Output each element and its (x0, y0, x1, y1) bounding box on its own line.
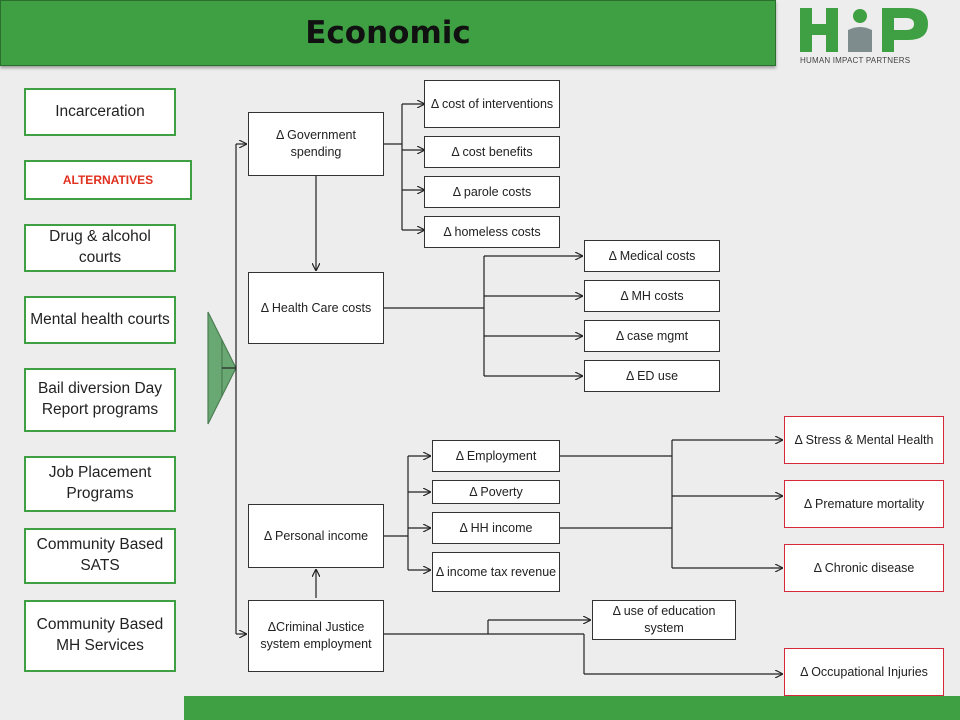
parole-costs-node: Δ parole costs (424, 176, 560, 208)
personal-income-node: Δ Personal income (248, 504, 384, 568)
drug-alcohol-courts-box: Drug & alcohol courts (24, 224, 176, 272)
alternatives-label: ALTERNATIVES (24, 160, 192, 200)
criminal-justice-employment-node: ΔCriminal Justice system employment (248, 600, 384, 672)
incarceration-box: Incarceration (24, 88, 176, 136)
health-care-costs-node: Δ Health Care costs (248, 272, 384, 344)
income-tax-revenue-node: Δ income tax revenue (432, 552, 560, 592)
title-bar: Economic (0, 0, 776, 66)
cost-benefits-node: Δ cost benefits (424, 136, 560, 168)
hip-logo (800, 8, 928, 52)
page-title: Economic (305, 15, 471, 51)
homeless-costs-node: Δ homeless costs (424, 216, 560, 248)
poverty-node: Δ Poverty (432, 480, 560, 504)
occupational-injuries-node: Δ Occupational Injuries (784, 648, 944, 696)
case-mgmt-node: Δ case mgmt (584, 320, 720, 352)
cost-of-interventions-node: Δ cost of interventions (424, 80, 560, 128)
ed-use-node: Δ ED use (584, 360, 720, 392)
job-placement-box: Job Placement Programs (24, 456, 176, 512)
mh-costs-node: Δ MH costs (584, 280, 720, 312)
logo-text: HUMAN IMPACT PARTNERS (800, 56, 911, 65)
hh-income-node: Δ HH income (432, 512, 560, 544)
employment-node: Δ Employment (432, 440, 560, 472)
bottom-bar (184, 696, 960, 720)
medical-costs-node: Δ Medical costs (584, 240, 720, 272)
mental-health-courts-box: Mental health courts (24, 296, 176, 344)
government-spending-node: Δ Government spending (248, 112, 384, 176)
community-sats-box: Community Based SATS (24, 528, 176, 584)
bail-diversion-box: Bail diversion Day Report programs (24, 368, 176, 432)
community-mh-box: Community Based MH Services (24, 600, 176, 672)
chronic-disease-node: Δ Chronic disease (784, 544, 944, 592)
premature-mortality-node: Δ Premature mortality (784, 480, 944, 528)
flow-arrow-shape (207, 311, 223, 425)
stress-mental-health-node: Δ Stress & Mental Health (784, 416, 944, 464)
use-of-education-node: Δ use of education system (592, 600, 736, 640)
